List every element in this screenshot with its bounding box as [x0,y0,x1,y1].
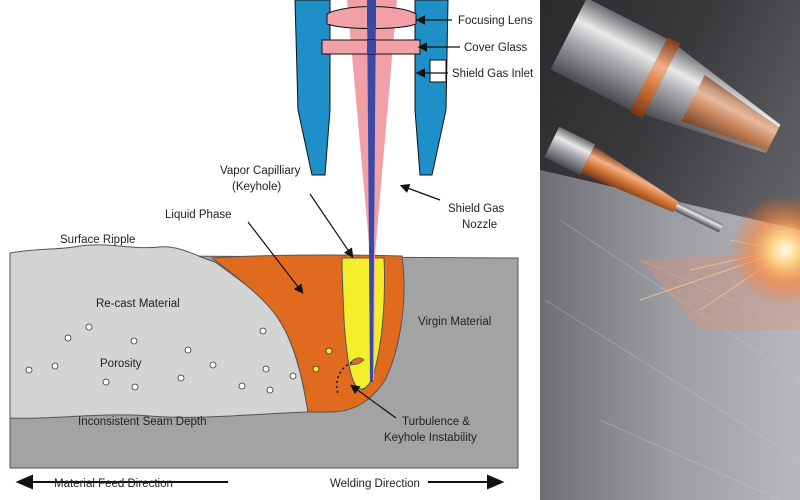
label-liquid-phase: Liquid Phase [165,209,232,221]
shield-gas-inlet [429,59,447,83]
label-inconsistent-seam-depth: Inconsistent Seam Depth [78,416,207,428]
direction-arrows [15,474,505,490]
label-shield-gas-inlet: Shield Gas Inlet [452,68,534,80]
label-nozzle: Nozzle [462,219,497,231]
focusing-lens-core [367,4,376,30]
nozzle-left [294,0,331,176]
label-shield-gas: Shield Gas [448,203,505,215]
label-virgin-material: Virgin Material [418,316,491,328]
label-surface-ripple: Surface Ripple [60,234,135,246]
label-material-feed-direction: Material Feed Direction [54,478,173,490]
label-keyhole: (Keyhole) [232,181,281,193]
laser-welding-photo [540,0,800,500]
label-keyhole-instability: Keyhole Instability [384,432,477,444]
label-turbulence: Turbulence & [402,416,470,428]
weld-diagram: Focusing Lens Cover Glass Shield Gas Inl… [9,0,534,490]
cover-glass-core [367,40,376,54]
label-recast-material: Re-cast Material [96,298,180,310]
label-welding-direction: Welding Direction [330,478,420,490]
label-cover-glass: Cover Glass [464,42,528,54]
label-porosity: Porosity [100,358,142,370]
label-vapor-capillary: Vapor Capilliary [220,165,301,177]
label-focusing-lens: Focusing Lens [458,15,533,27]
porosity-bubbles [25,323,333,394]
laser-beam-core [367,0,376,382]
nozzle-right [414,0,449,176]
leader-lines [247,15,460,419]
